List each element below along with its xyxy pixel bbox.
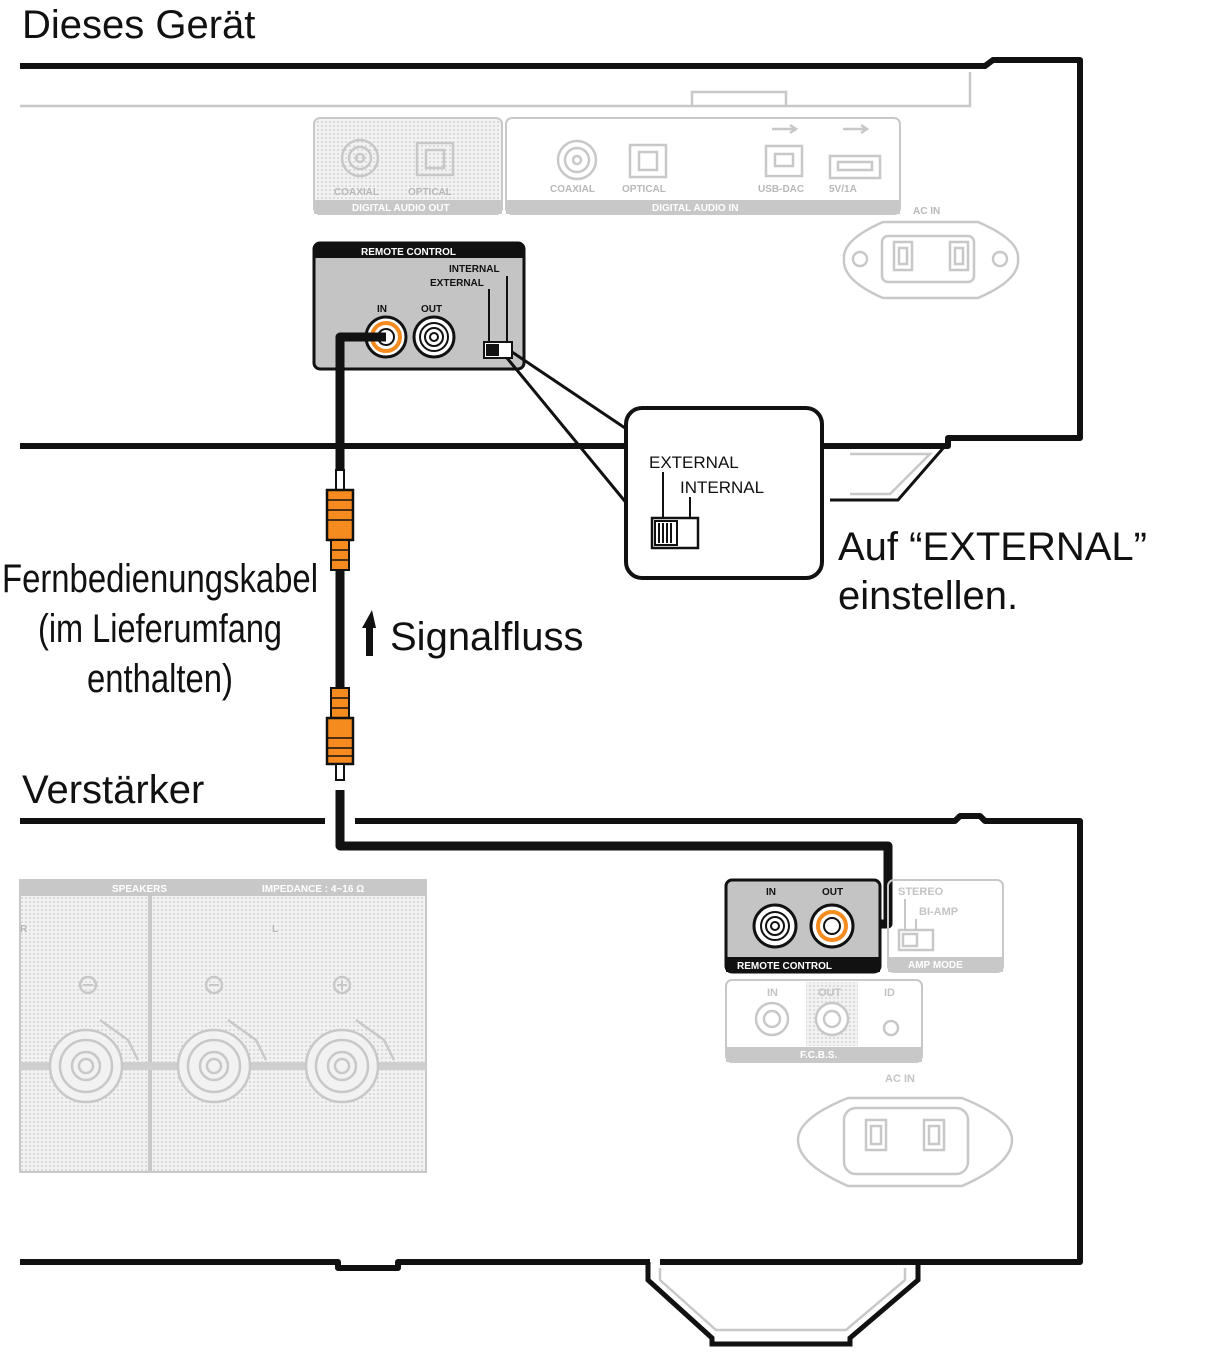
- switch-callout: EXTERNAL INTERNAL: [505, 350, 824, 580]
- usb-dac-label: USB-DAC: [758, 184, 804, 195]
- upper-plug: [325, 488, 355, 542]
- device-ac-inlet: AC IN: [842, 206, 1020, 300]
- device-remote-control-title: REMOTE CONTROL: [361, 247, 456, 258]
- up-arrow-icon: [362, 610, 376, 656]
- usb-icon: [772, 123, 799, 135]
- amp-chassis: [20, 813, 1083, 1271]
- amp-mode-label: AMP MODE: [908, 960, 963, 971]
- amp-remote-control-panel: IN OUT REMOTE CONTROL: [724, 878, 882, 974]
- amp-ac-inlet: AC IN: [796, 1073, 1014, 1188]
- speaker-terminal: [48, 975, 140, 1104]
- fcbs-id-indicator: [882, 1019, 900, 1037]
- speaker-terminal: [304, 975, 396, 1104]
- cable-label-line-3: enthalten): [87, 657, 233, 701]
- optical-out-label: OPTICAL: [408, 187, 452, 198]
- coaxial-out-jack: [340, 138, 380, 178]
- usb-icon: [843, 123, 870, 135]
- amp-remote-control-title: REMOTE CONTROL: [737, 961, 832, 972]
- switch-external-label: EXTERNAL: [430, 278, 484, 289]
- device-rc-in-label: IN: [377, 304, 387, 315]
- device-foot: [830, 444, 949, 502]
- optical-in-jack: [628, 143, 668, 179]
- amp-mode-switch[interactable]: [897, 928, 935, 952]
- device-remote-control-panel: REMOTE CONTROL INTERNAL EXTERNAL IN OUT: [312, 241, 526, 371]
- digital-audio-out-panel: COAXIAL OPTICAL DIGITAL AUDIO OUT: [313, 117, 503, 215]
- coaxial-in-jack: [556, 139, 598, 181]
- speakers-label: SPEAKERS: [112, 884, 167, 895]
- coaxial-in-label: COAXIAL: [550, 184, 595, 195]
- amp-ac-in-label: AC IN: [885, 1073, 915, 1085]
- device-rc-out-label: OUT: [421, 304, 442, 315]
- fcbs-id-label: ID: [884, 987, 895, 999]
- fcbs-panel: IN OUT ID F.C.B.S.: [725, 979, 923, 1063]
- signal-flow-arrow: [362, 610, 376, 656]
- speaker-r-label: R: [20, 924, 28, 935]
- instruction-line-1: Auf “EXTERNAL”: [838, 525, 1147, 569]
- device-unit: Dieses Gerät COAXIAL OPTICAL DIGITAL AUD…: [20, 3, 1083, 502]
- fcbs-in-label: IN: [767, 987, 778, 999]
- fcbs-out-jack[interactable]: [814, 1001, 850, 1037]
- signal-flow-label: Signalfluss: [390, 615, 583, 659]
- amp-rc-out-label: OUT: [822, 887, 843, 898]
- callout-external-label: EXTERNAL: [649, 453, 739, 472]
- switch-internal-label: INTERNAL: [449, 264, 500, 275]
- device-ac-in-label: AC IN: [913, 206, 940, 217]
- amp-title: Verstärker: [22, 768, 204, 812]
- lower-plug: [325, 716, 355, 766]
- amp-rc-in-label: IN: [766, 887, 776, 898]
- fcbs-title: F.C.B.S.: [800, 1050, 837, 1061]
- digital-audio-in-panel: COAXIAL OPTICAL USB-DAC 5V/1A DIGITAL AU…: [505, 117, 901, 215]
- stereo-label: STEREO: [898, 886, 944, 898]
- fcbs-in-jack[interactable]: [754, 1001, 790, 1037]
- speaker-l-label: L: [272, 924, 278, 935]
- optical-out-jack: [415, 141, 455, 177]
- coaxial-out-label: COAXIAL: [334, 187, 379, 198]
- amp-mode-panel: STEREO BI-AMP AMP MODE: [887, 879, 1004, 973]
- cable-label-line-2: (im Lieferumfang: [38, 607, 282, 651]
- usb-a-port: [828, 154, 882, 180]
- amplifier-unit: Verstärker SPEAKERS IMPEDANCE : 4~16 Ω R…: [19, 768, 1083, 1347]
- speaker-terminals-panel: SPEAKERS IMPEDANCE : 4~16 Ω R L: [19, 879, 427, 1173]
- optical-in-label: OPTICAL: [622, 184, 666, 195]
- usb-5v-label: 5V/1A: [829, 184, 857, 195]
- amp-foot: [645, 1262, 921, 1347]
- fcbs-out-label: OUT: [818, 987, 842, 999]
- cable-label-line-1: Fernbedienungskabel: [2, 557, 318, 601]
- instruction-line-2: einstellen.: [838, 574, 1018, 618]
- speaker-terminal: [176, 975, 268, 1104]
- usb-dac-port: [764, 144, 804, 178]
- callout-internal-label: INTERNAL: [680, 478, 764, 497]
- bi-amp-label: BI-AMP: [919, 906, 958, 918]
- digital-audio-in-label: DIGITAL AUDIO IN: [652, 203, 738, 214]
- impedance-label: IMPEDANCE : 4~16 Ω: [262, 884, 364, 895]
- device-top-bar: [20, 72, 972, 108]
- device-title: Dieses Gerät: [22, 3, 255, 47]
- digital-audio-out-label: DIGITAL AUDIO OUT: [352, 203, 450, 214]
